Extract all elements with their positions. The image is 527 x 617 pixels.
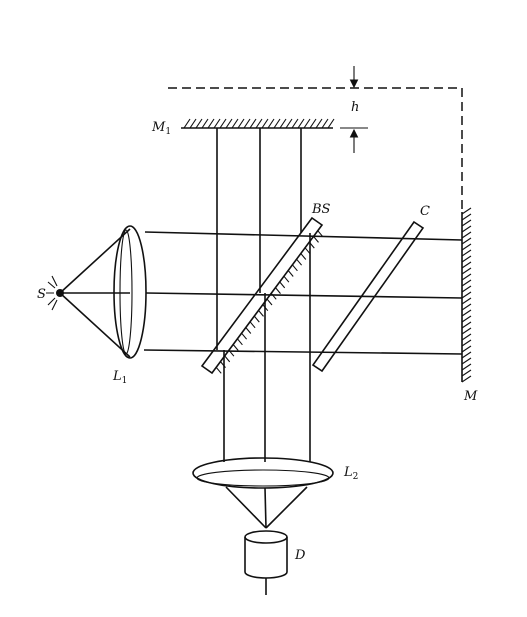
lens-l2 <box>192 457 334 489</box>
converging-rays <box>225 486 308 529</box>
label-detector: D <box>294 548 306 563</box>
label-displacement: h <box>351 100 359 115</box>
label-compensator: C <box>420 204 430 219</box>
collimated-beams <box>143 231 463 355</box>
label-beam-splitter: BS <box>311 202 331 217</box>
mirror-m <box>461 207 472 383</box>
source-rays <box>46 275 58 311</box>
label-mirror1: M1 <box>151 120 171 137</box>
compensator-plate <box>311 220 425 373</box>
displacement-indicator <box>168 66 463 212</box>
lens-l1 <box>113 225 147 359</box>
label-lens2: L2 <box>343 465 358 482</box>
beams-to-lens-l2 <box>223 233 311 462</box>
label-mirror2: M <box>463 389 478 404</box>
beam-splitter <box>200 216 324 375</box>
detector <box>244 530 288 595</box>
cone-rays-to-lens1 <box>59 228 131 358</box>
beams-to-mirror-m1 <box>216 128 302 350</box>
mirror-m1 <box>181 118 335 129</box>
label-source: S <box>37 287 46 302</box>
label-lens1: L1 <box>112 369 127 386</box>
